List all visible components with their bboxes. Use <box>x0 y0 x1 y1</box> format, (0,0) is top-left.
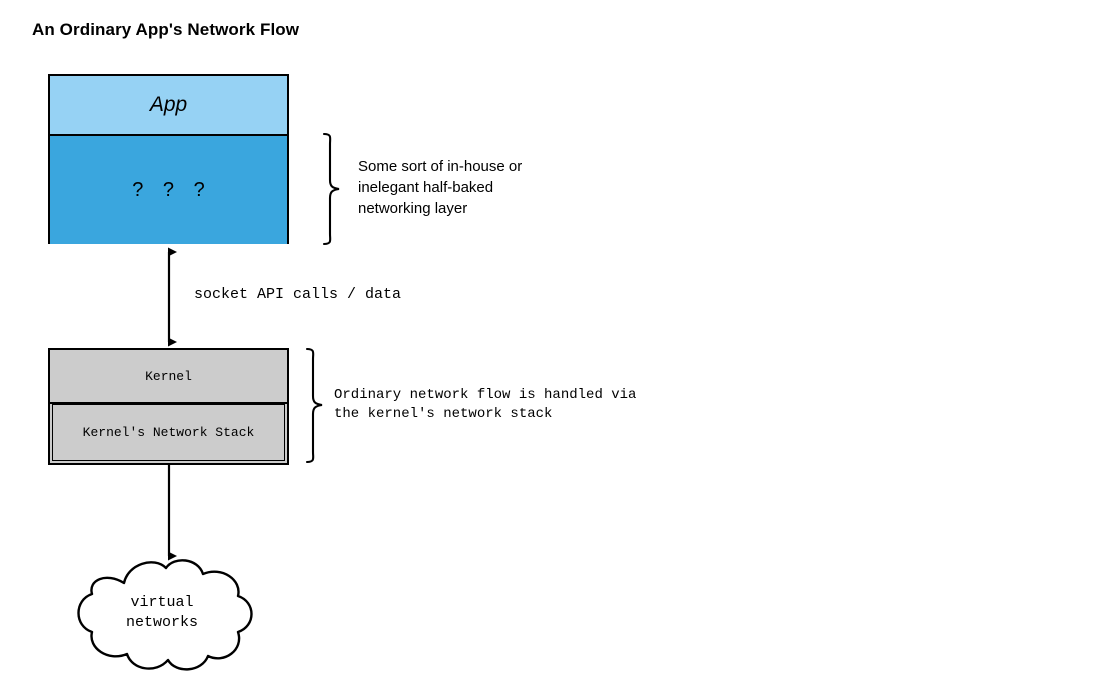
brace-app-networking-layer <box>322 132 340 246</box>
kernel-network-stack-note: Ordinary network flow is handled via the… <box>334 387 637 422</box>
kernel-stack: Kernel Kernel's Network Stack <box>48 348 289 465</box>
kernel-network-stack-box: Kernel's Network Stack <box>52 404 285 461</box>
connector-app-to-kernel-label: socket API calls / data <box>194 286 402 303</box>
brace-kernel-network-stack <box>305 347 323 464</box>
kernel-band-label: Kernel <box>145 368 192 384</box>
application-stack: App ? ? ? <box>48 74 289 244</box>
app-band-label: App <box>149 93 188 116</box>
mystery-networking-band: ? ? ? <box>50 136 287 244</box>
kernel-band: Kernel <box>50 350 287 404</box>
connector-kernel-to-cloud <box>167 464 177 561</box>
mystery-band-label: ? ? ? <box>132 178 212 201</box>
kernel-network-stack-label: Kernel's Network Stack <box>82 425 255 440</box>
virtual-networks-cloud: virtual networks <box>62 550 262 675</box>
cloud-shape-icon <box>77 559 253 671</box>
connector-app-to-kernel <box>167 247 177 347</box>
app-networking-layer-note: Some sort of in-house or inelegant half-… <box>358 158 523 217</box>
app-band: App <box>50 76 287 136</box>
kernel-network-stack-band: Kernel's Network Stack <box>50 404 287 463</box>
page-title: An Ordinary App's Network Flow <box>32 20 300 39</box>
